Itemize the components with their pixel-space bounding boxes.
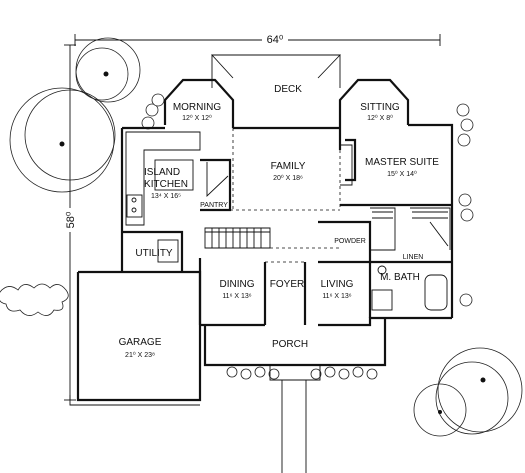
family-openings (200, 128, 341, 211)
dining-label: DINING (220, 279, 255, 290)
shrub-cluster-left (0, 283, 69, 316)
master-suite-label: MASTER SUITE (365, 157, 439, 168)
powder-wall (318, 220, 372, 264)
shrubs-right (456, 103, 474, 307)
kitchen-counter (125, 131, 201, 226)
kitchen-fixtures (125, 131, 201, 263)
deck-rail (211, 55, 341, 88)
landscaping (0, 37, 523, 473)
kitchen-label: KITCHEN (144, 179, 188, 190)
foyer-label: FOYER (270, 279, 304, 290)
utility-wall (122, 230, 184, 272)
tree-left-trunk (59, 141, 65, 147)
overall-width-label: 64⁰ (267, 34, 284, 46)
deck-label: DECK (274, 84, 302, 95)
tree-bottom-right-trunk (480, 377, 486, 383)
staircase (204, 227, 271, 249)
living-label: LIVING (321, 279, 354, 290)
overall-depth-label: 58⁰ (65, 211, 77, 228)
porch-outline (203, 318, 387, 367)
sitting-label: SITTING (360, 102, 400, 113)
toilet (377, 265, 387, 275)
tree-top-left-trunk (103, 71, 109, 77)
morning-bay-wall (163, 78, 235, 128)
shrubs-left (141, 93, 165, 130)
utility-washer (157, 239, 179, 263)
garage-wall (76, 270, 202, 402)
garage-label: GARAGE (119, 337, 162, 348)
porch-label: PORCH (272, 339, 308, 350)
tree-top-left-ring (75, 47, 129, 101)
tree-left-large (9, 87, 115, 193)
m-bath-label: M. BATH (380, 272, 420, 283)
linen-label: LINEN (403, 254, 424, 261)
tree-bottom-right (437, 347, 523, 433)
tree-bottom-right-small-trunk (438, 410, 442, 414)
bathtub (424, 274, 448, 311)
master-suite-wall (338, 128, 452, 207)
pantry-shelf (206, 162, 229, 198)
room-labels: DECK MORNING 12⁰ X 12⁰ SITTING 12⁰ X 8⁰ … (119, 84, 440, 359)
range (126, 194, 143, 218)
master-closet-right (410, 207, 451, 250)
garage-size: 21⁰ X 23⁸ (125, 351, 155, 359)
family-size: 20⁰ X 18⁶ (273, 174, 303, 182)
utility-label: UTILITY (135, 248, 173, 259)
walkway (281, 380, 307, 473)
porch-step (269, 365, 321, 381)
kitchen-size: 13⁴ X 16⁵ (151, 193, 181, 200)
family-label: FAMILY (271, 161, 306, 172)
tree-bottom-right-small (413, 383, 467, 437)
pantry-label: PANTRY (200, 202, 228, 209)
fireplace (340, 144, 353, 186)
dining-size: 11⁶ X 13⁶ (222, 293, 251, 300)
living-wall (303, 262, 372, 325)
living-size: 11⁶ X 13⁶ (322, 293, 351, 300)
kitchen-island (154, 159, 194, 191)
walls (76, 54, 454, 402)
master-suite-size: 15⁰ X 14⁰ (387, 170, 417, 178)
tree-bottom-right-ring (435, 361, 509, 435)
shrubs-porch (226, 366, 378, 380)
island-label: ISLAND (144, 167, 180, 178)
shower (371, 289, 393, 311)
deck-outline (210, 54, 342, 79)
rear-wall (122, 123, 454, 318)
sitting-bay-wall (338, 78, 410, 128)
morning-label: MORNING (173, 102, 222, 113)
dimension-lines: 64⁰ 58⁰ (63, 33, 441, 401)
foyer-openings (265, 247, 340, 263)
tree-top-left (75, 37, 141, 103)
sitting-size: 12⁰ X 8⁰ (367, 114, 393, 122)
front-wall (200, 316, 452, 327)
morning-size: 12⁰ X 12⁰ (182, 114, 212, 122)
powder-label: POWDER (334, 238, 366, 245)
master-closet-left (370, 207, 396, 251)
dining-wall (198, 258, 267, 325)
